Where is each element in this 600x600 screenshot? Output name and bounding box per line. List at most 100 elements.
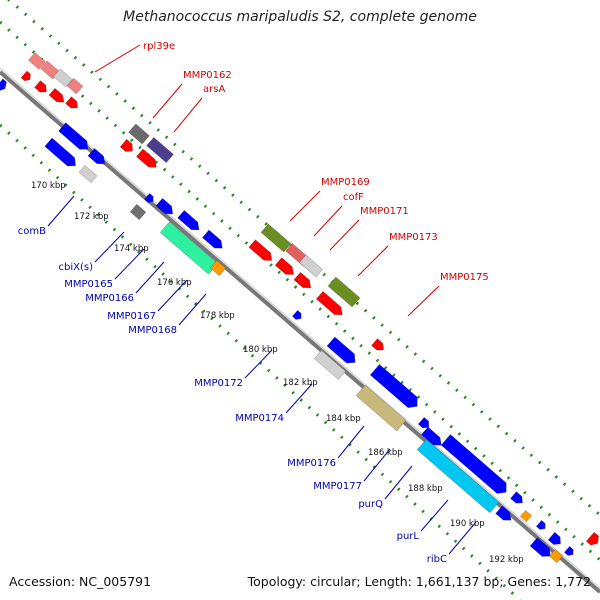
gene-feature xyxy=(420,426,442,446)
forward-label-leader xyxy=(289,190,321,222)
forward-gene-label: MMP0175 xyxy=(440,272,489,283)
reverse-label-leader xyxy=(420,499,449,532)
gene-feature xyxy=(529,537,551,557)
gene-feature xyxy=(417,416,430,429)
gene-feature xyxy=(291,309,302,320)
reverse-label-leader xyxy=(384,465,413,500)
reverse-label-leader xyxy=(244,349,273,379)
forward-gene-label: cofF xyxy=(343,192,364,203)
forward-gene-label: MMP0162 xyxy=(183,70,232,81)
gene-feature xyxy=(28,52,46,70)
scale-tick-label: 178 kbp xyxy=(200,311,235,321)
gene-feature xyxy=(315,290,343,316)
reverse-gene-label: MMP0172 xyxy=(194,378,243,389)
gene-feature xyxy=(535,519,546,530)
gene-feature xyxy=(274,257,294,275)
gene-feature xyxy=(135,148,157,168)
gene-feature xyxy=(201,229,223,249)
accession-text: Accession: NC_005791 xyxy=(9,574,152,589)
gene-feature xyxy=(355,384,407,432)
gene-feature xyxy=(78,164,98,184)
reverse-gene-label: MMP0168 xyxy=(128,325,177,336)
gene-feature xyxy=(371,338,384,351)
gene-feature xyxy=(129,203,147,221)
backbone-highlight xyxy=(0,67,600,589)
forward-gene-label: MMP0169 xyxy=(321,177,370,188)
forward-label-leader xyxy=(94,44,141,73)
map-title: Methanococcus maripaludis S2, complete g… xyxy=(123,9,477,25)
forward-gene-label: MMP0173 xyxy=(389,232,438,243)
scale-tick-label: 172 kbp xyxy=(74,212,109,222)
gene-feature xyxy=(58,122,89,150)
scale-tick-label: 190 kbp xyxy=(450,519,485,529)
forward-label-leader xyxy=(357,245,389,277)
gene-feature xyxy=(585,531,600,546)
reverse-label-leader xyxy=(448,521,477,555)
scale-tick-label: 186 kbp xyxy=(368,448,403,458)
forward-label-leader xyxy=(173,97,203,133)
reverse-label-leader xyxy=(178,293,207,326)
forward-gene-label: arsA xyxy=(203,84,225,95)
forward-gene-label: rpl39e xyxy=(143,41,175,52)
reverse-label-leader xyxy=(285,383,313,414)
scale-tick-label: 170 kbp xyxy=(31,181,66,191)
reverse-gene-label: cbiX(s) xyxy=(59,262,94,273)
gene-feature xyxy=(298,254,324,278)
gene-feature xyxy=(48,87,65,103)
reverse-label-leader xyxy=(47,195,75,227)
gene-feature xyxy=(0,78,7,92)
reverse-label-leader xyxy=(94,231,125,263)
scale-tick-label: 180 kbp xyxy=(243,345,278,355)
gene-feature xyxy=(495,505,512,521)
scale-tick-label: 174 kbp xyxy=(114,244,149,254)
gene-feature xyxy=(40,60,60,80)
gene-feature xyxy=(87,147,106,165)
gene-feature xyxy=(128,123,150,145)
reverse-gene-label: comB xyxy=(18,226,46,237)
gene-feature xyxy=(519,509,533,523)
reverse-gene-label: purQ xyxy=(358,499,383,510)
gene-feature xyxy=(293,271,312,289)
gene-feature xyxy=(563,545,574,556)
forward-label-leader xyxy=(407,285,440,317)
gene-feature xyxy=(119,138,133,152)
reverse-label-leader xyxy=(135,261,165,294)
gene-feature xyxy=(416,438,500,514)
gene-feature xyxy=(66,77,84,95)
forward-label-leader xyxy=(329,219,360,251)
gene-feature xyxy=(327,276,361,308)
reverse-label-leader xyxy=(337,425,365,459)
gene-feature xyxy=(20,70,31,82)
forward-label-leader xyxy=(313,205,343,237)
forward-label-leader xyxy=(152,83,183,119)
topology-summary: Topology: circular; Length: 1,661,137 bp… xyxy=(247,574,591,589)
gene-feature xyxy=(510,491,523,504)
gene-feature xyxy=(369,363,418,409)
forward-gene-label: MMP0171 xyxy=(360,206,409,217)
track-dots xyxy=(0,20,600,562)
scale-tick-label: 182 kbp xyxy=(283,378,318,388)
gene-feature xyxy=(326,336,356,364)
reverse-label-leader xyxy=(157,279,188,312)
gene-feature xyxy=(313,349,347,381)
gene-feature xyxy=(155,197,174,215)
scale-tick-label: 176 kbp xyxy=(157,278,192,288)
gene-feature xyxy=(440,434,507,494)
reverse-gene-label: ribC xyxy=(427,554,447,565)
gene-feature xyxy=(34,80,47,93)
scale-tick-label: 192 kbp xyxy=(489,555,524,565)
gene-feature xyxy=(143,192,154,203)
reverse-gene-label: MMP0166 xyxy=(85,293,134,304)
gene-feature xyxy=(548,548,564,564)
scale-tick-label: 188 kbp xyxy=(408,484,443,494)
reverse-gene-label: purL xyxy=(397,531,420,542)
gene-feature xyxy=(260,223,292,253)
reverse-gene-label: MMP0174 xyxy=(235,413,284,424)
reverse-gene-label: MMP0165 xyxy=(64,279,113,290)
gene-feature xyxy=(159,221,219,275)
gene-feature xyxy=(65,96,78,109)
gene-feature xyxy=(248,239,273,261)
gene-feature xyxy=(209,259,227,277)
scale-tick-label: 184 kbp xyxy=(326,414,361,424)
